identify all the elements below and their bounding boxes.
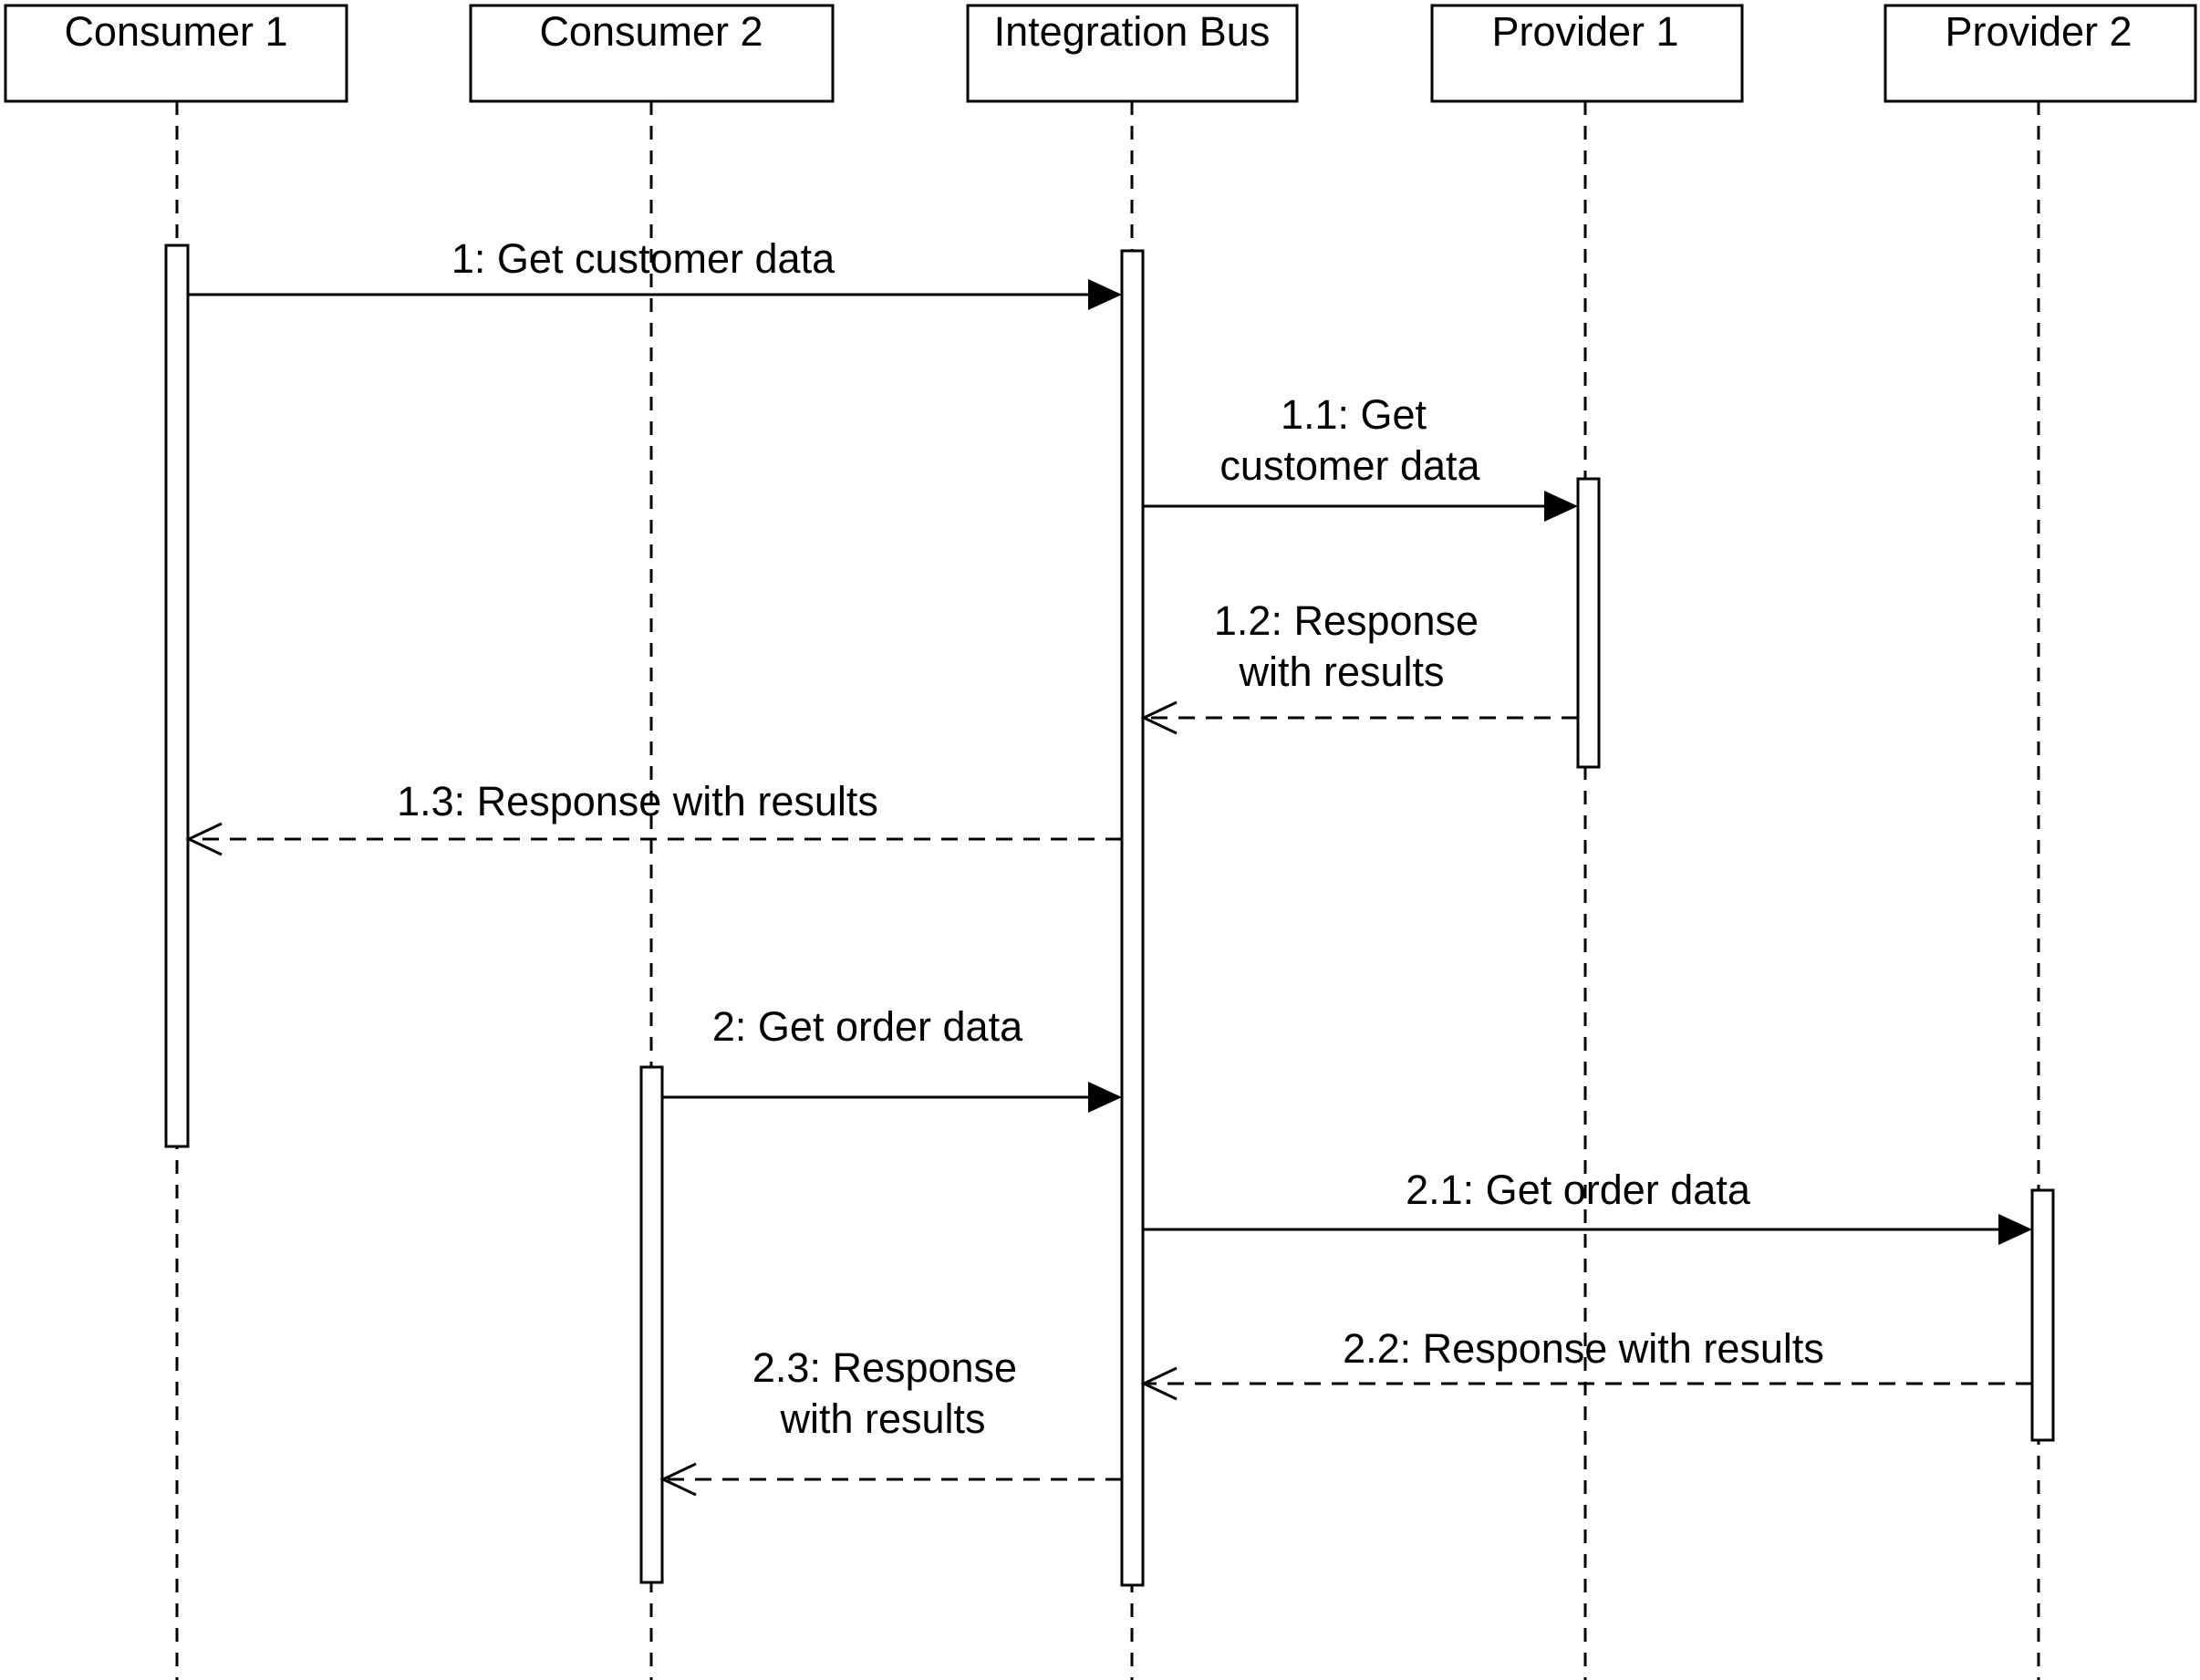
participant-provider-2: Provider 2 <box>1883 4 2197 103</box>
participant-box <box>4 4 348 103</box>
message-msg-2-2: 2.2: Response with results <box>1140 1325 2032 1401</box>
message-msg-2: 2: Get order data <box>662 1003 1122 1113</box>
message-label: with results <box>1238 648 1444 695</box>
participant-integration-bus: Integration Bus <box>966 4 1299 103</box>
lifelines <box>175 101 2040 1680</box>
message-label: 2.2: Response with results <box>1343 1325 1824 1372</box>
message-label: 2.3: Response <box>752 1344 1017 1391</box>
participant-label: Provider 2 <box>1945 8 2132 55</box>
activation-bar-consumer-1 <box>164 244 190 1148</box>
participant-consumer-2: Consumer 2 <box>469 4 835 103</box>
message-label: with results <box>779 1395 985 1442</box>
participant-box <box>966 4 1299 103</box>
activation-bars <box>164 244 2055 1587</box>
message-msg-1-3: 1.3: Response with results <box>185 778 1122 856</box>
open-arrowhead-icon <box>185 822 223 856</box>
message-label: 2.1: Get order data <box>1406 1167 1751 1213</box>
message-msg-1: 1: Get customer data <box>188 235 1122 310</box>
message-msg-1-1: 1.1: Get customer data <box>1143 391 1578 522</box>
participant-label: Integration Bus <box>994 8 1271 55</box>
participant-provider-1: Provider 1 <box>1430 4 1744 103</box>
activation-bar-provider-2 <box>2030 1188 2055 1442</box>
participant-box <box>1430 4 1744 103</box>
activation-bar-provider-1 <box>1576 477 1601 769</box>
message-label: 2: Get order data <box>712 1003 1023 1050</box>
activation-bar-integration-bus <box>1120 249 1145 1587</box>
filled-arrowhead-icon <box>1998 1214 2032 1245</box>
filled-arrowhead-icon <box>1088 1082 1122 1113</box>
participant-box <box>469 4 835 103</box>
filled-arrowhead-icon <box>1544 491 1578 522</box>
participant-label: Consumer 1 <box>64 8 287 55</box>
message-label: 1.2: Response <box>1214 597 1479 644</box>
open-arrowhead-icon <box>1140 700 1178 735</box>
open-arrowhead-icon <box>1140 1366 1178 1401</box>
message-msg-2-3: 2.3: Response with results <box>659 1344 1122 1497</box>
message-label: 1.1: Get <box>1281 391 1427 438</box>
filled-arrowhead-icon <box>1088 279 1122 310</box>
activation-bar-consumer-2 <box>639 1065 664 1584</box>
message-label: 1.3: Response with results <box>397 778 878 824</box>
message-msg-1-2: 1.2: Response with results <box>1140 597 1578 735</box>
open-arrowhead-icon <box>659 1462 697 1497</box>
message-label: customer data <box>1219 442 1480 489</box>
participant-label: Provider 1 <box>1491 8 1678 55</box>
message-label: 1: Get customer data <box>451 235 835 282</box>
participant-consumer-1: Consumer 1 <box>4 4 348 103</box>
participant-box <box>1883 4 2197 103</box>
message-msg-2-1: 2.1: Get order data <box>1143 1167 2032 1245</box>
participant-label: Consumer 2 <box>539 8 763 55</box>
